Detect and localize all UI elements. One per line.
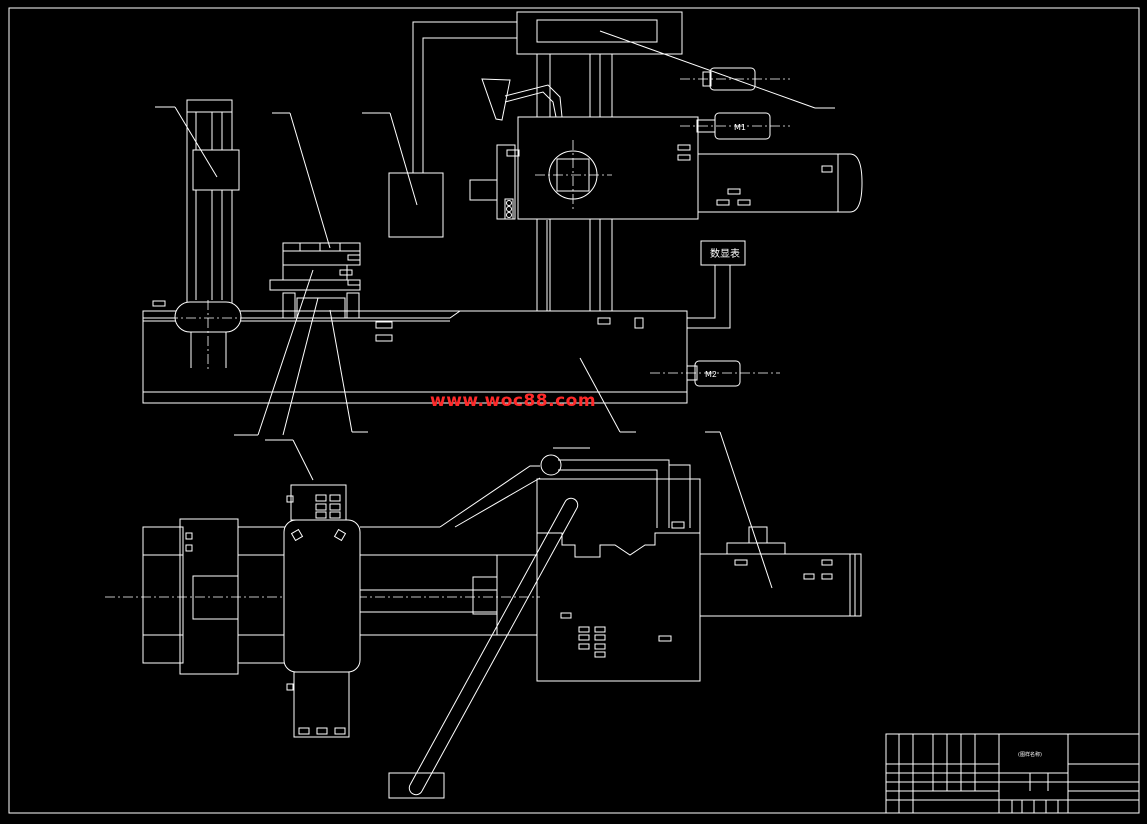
sensor-box: [388, 172, 444, 238]
plan-view: [105, 454, 862, 799]
watermark-text: www.woc88.com: [430, 391, 597, 411]
column-slider: [192, 149, 240, 191]
motor-m1-label: M1: [734, 123, 746, 132]
sheet-border: [8, 7, 1140, 814]
display-label: 数显表: [710, 247, 740, 260]
headstock-body: [517, 116, 699, 220]
title-block: (图样名称): [885, 733, 1140, 814]
carriage: [283, 519, 361, 673]
motor-m2-label: M2: [705, 370, 717, 379]
machine-bed: [142, 310, 688, 404]
top-housing: [516, 11, 683, 55]
drawing-title: (图样名称): [1018, 751, 1042, 758]
leader-lines-top: [155, 30, 835, 589]
motor-m2-body: [694, 360, 741, 387]
display-box[interactable]: [700, 240, 746, 266]
left-column: [186, 99, 233, 311]
front-view: M1 数显表 M2: [142, 11, 863, 404]
pivot-circle: [540, 454, 562, 476]
